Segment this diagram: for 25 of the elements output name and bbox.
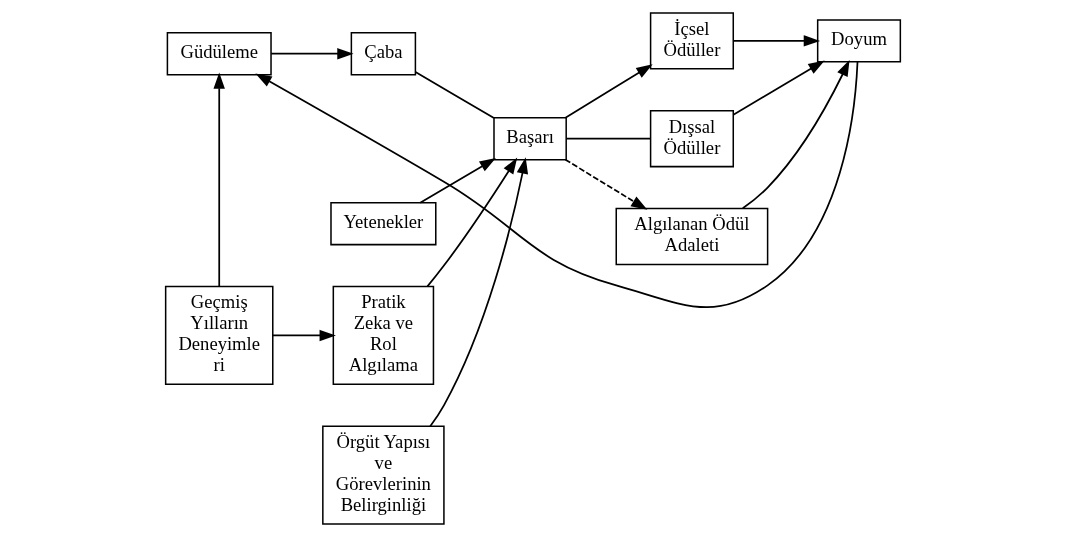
arrow bbox=[213, 72, 225, 288]
arrow bbox=[419, 158, 496, 204]
arrow bbox=[741, 59, 850, 210]
arrow bbox=[426, 157, 518, 288]
arrow bbox=[270, 47, 354, 60]
node-box: Başarı bbox=[493, 116, 567, 161]
arrow bbox=[564, 158, 648, 210]
node-box: Algılanan Ödül Adaleti bbox=[615, 207, 769, 266]
connector bbox=[565, 137, 652, 140]
node-box: Güdüleme bbox=[166, 31, 272, 76]
arrow bbox=[429, 157, 529, 428]
connector bbox=[414, 71, 495, 119]
arrow bbox=[732, 60, 825, 116]
node-box: Pratik Zeka ve Rol Algılama bbox=[332, 285, 435, 386]
arrow bbox=[272, 329, 336, 342]
arrow bbox=[732, 35, 821, 47]
node-box: Örgüt Yapısı ve Görevlerinin Belirginliği bbox=[322, 425, 445, 525]
node-box: Dışsal Ödüller bbox=[649, 109, 734, 168]
node-box: Geçmiş Yılların Deneyimle ri bbox=[164, 285, 274, 386]
node-box: Yetenekler bbox=[330, 201, 437, 246]
node-box: Çaba bbox=[350, 31, 417, 76]
arrow bbox=[564, 64, 653, 119]
node-box: İçsel Ödüller bbox=[649, 12, 734, 70]
node-box: Doyum bbox=[816, 19, 902, 63]
arrow bbox=[255, 61, 859, 309]
